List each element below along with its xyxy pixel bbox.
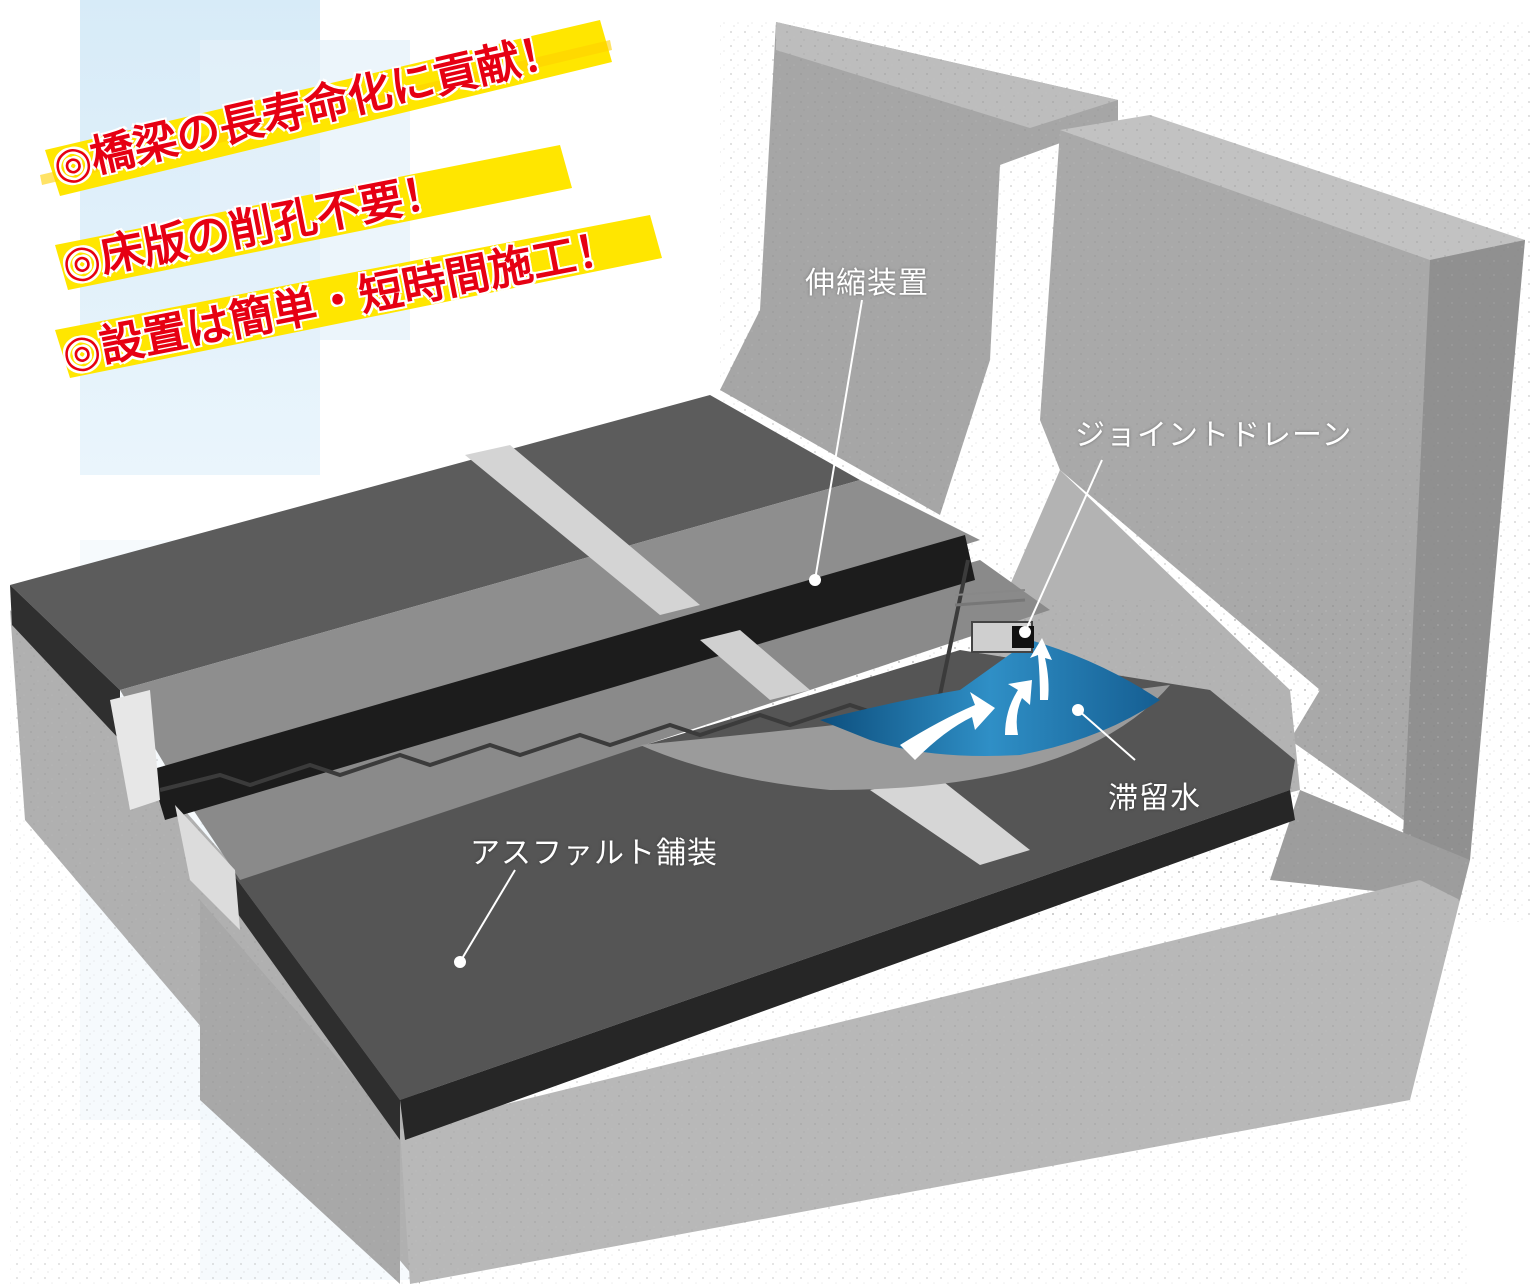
leader-line-water <box>1077 709 1136 761</box>
leader-line-expansion <box>814 299 863 581</box>
expansion-joint <box>150 535 975 820</box>
label-asphalt-pavement: アスファルト舗装 <box>470 836 718 871</box>
leader-line-drain <box>1024 459 1103 633</box>
lane-marking <box>465 445 700 615</box>
headline-highlights <box>40 20 662 378</box>
label-joint-drain: ジョイントドレーン <box>1075 418 1353 453</box>
leader-line-asphalt <box>459 869 516 963</box>
stagnant-water <box>820 640 1160 756</box>
flow-arrow <box>900 692 995 760</box>
label-stagnant-water: 滞留水 <box>1108 781 1201 816</box>
asphalt-far <box>10 395 860 690</box>
label-expansion-joint: 伸縮装置 <box>805 266 929 301</box>
